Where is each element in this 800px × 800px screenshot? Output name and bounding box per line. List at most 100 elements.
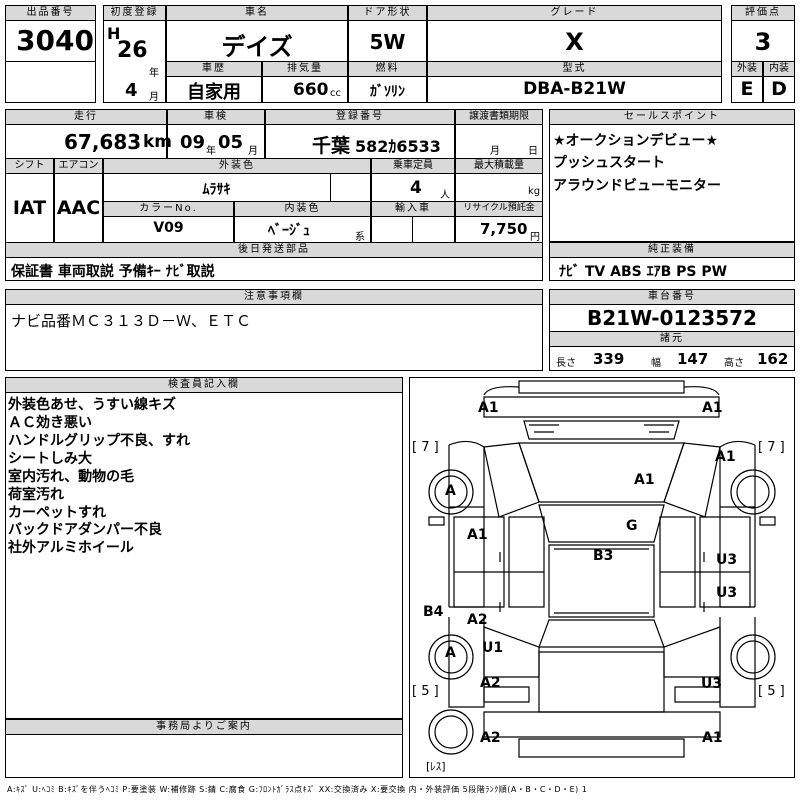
mark-pillar-l: B4 — [423, 604, 444, 620]
first-reg-label: 初度登録 — [103, 5, 166, 21]
mark-front-left: A1 — [478, 400, 499, 416]
plate-number: 582ｶ6533 — [355, 137, 441, 156]
mileage-label: 走行 — [5, 109, 167, 125]
displacement: 660 — [293, 80, 329, 100]
spare-tire: [ﾚｽ] — [426, 760, 446, 773]
exterior-label: 外装 — [731, 61, 763, 77]
sales-point: プッシュスタート — [553, 155, 665, 171]
type-box — [427, 76, 722, 103]
equip-label: 純正装備 — [549, 242, 795, 258]
car-diagram — [428, 380, 776, 758]
sales-point: ★オークションデビュー★ — [553, 133, 719, 149]
plate-area: 千葉 — [312, 135, 351, 157]
plate-label: 登録番号 — [265, 109, 455, 125]
interior-label: 内装 — [763, 61, 795, 77]
mark-roof: B3 — [593, 548, 614, 564]
length-label: 長さ — [556, 358, 576, 369]
interior-grade: D — [771, 78, 787, 100]
month-unit: 月 — [149, 92, 159, 103]
inspector-note: ＡＣ効き悪い — [8, 415, 92, 431]
legend: A:ｷｽﾞ U:ﾍｺﾐ B:ｷｽﾞを伴うﾍｺﾐ P:要塗装 W:補修跡 S:錆 … — [7, 785, 588, 794]
recycle-unit: 円 — [530, 232, 540, 243]
mark-tire-rl: A — [445, 645, 456, 661]
inspector-label: 検査員記入欄 — [5, 377, 403, 393]
era: H — [107, 24, 121, 43]
fuel-box — [348, 76, 427, 103]
mark-hood: A1 — [634, 472, 655, 488]
capacity: 4 — [410, 178, 422, 198]
tread-fl: [ 7 ] — [412, 440, 439, 455]
later-parts: 保証書 車両取説 予備ｷｰ ﾅﾋﾞ取説 — [11, 264, 215, 280]
grade: X — [565, 28, 584, 56]
tread-rl: [ 5 ] — [412, 684, 439, 699]
first-reg-box — [103, 20, 166, 103]
inspector-note: カーペットすれ — [8, 505, 106, 521]
notes-label: 注意事項欄 — [5, 289, 543, 305]
model-name: デイズ — [221, 33, 293, 61]
mark-door-fr: U3 — [716, 552, 738, 568]
model-label: 車名 — [166, 5, 348, 21]
inspector-note: ハンドルグリップ不良、すれ — [8, 433, 190, 449]
import-divider — [412, 216, 413, 243]
notes-box — [5, 304, 543, 371]
inspector-box — [5, 392, 403, 719]
fuel-label: 燃料 — [348, 61, 427, 77]
inspector-note: 室内汚れ、動物の毛 — [8, 469, 135, 485]
ac-label: エアコン — [54, 158, 103, 174]
sales-box — [549, 124, 795, 242]
height-label: 高さ — [724, 358, 744, 369]
int-color-unit: 系 — [355, 232, 365, 243]
capacity-label: 乗車定員 — [371, 158, 455, 174]
sales-label: セールスポイント — [549, 109, 795, 125]
displacement-unit: cc — [330, 88, 341, 99]
sales-point: アラウンドビューモニター — [553, 178, 721, 194]
transfer-day-unit: 日 — [528, 146, 538, 157]
displacement-box — [262, 76, 348, 103]
lot-no-label: 出品番号 — [5, 5, 96, 21]
transfer-label: 譲渡書類期限 — [455, 109, 543, 125]
width-label: 幅 — [651, 358, 661, 369]
office-label: 事務局よりご案内 — [5, 719, 403, 735]
notes: ナビ品番ＭＣ３１３Ｄ－Ｗ、ＥＴＣ — [11, 312, 252, 330]
color-divider — [330, 173, 331, 202]
int-color: ﾍﾞｰｼﾞｭ — [268, 223, 310, 239]
chassis-number: B21W-0123572 — [587, 306, 757, 330]
import-box — [371, 216, 455, 243]
reg-year: 26 — [117, 38, 148, 63]
mark-front-right: A1 — [702, 400, 723, 416]
exterior-grade: E — [740, 78, 754, 100]
max-load-unit: kg — [528, 186, 541, 197]
color-label: 外装色 — [103, 158, 371, 174]
int-color-label: 内装色 — [234, 201, 371, 217]
inspector-note: 外装色あせ、うすい線キズ — [8, 397, 176, 413]
length: 339 — [593, 350, 625, 368]
fuel: ｶﾞｿﾘﾝ — [370, 84, 405, 100]
type-label: 型式 — [427, 61, 722, 77]
mark-quarter-l: A2 — [480, 675, 501, 691]
insp-month: 05 — [218, 132, 244, 153]
later-parts-label: 後日発送部品 — [5, 242, 543, 258]
ac: AAC — [56, 197, 101, 219]
mark-door-rl: A2 — [467, 612, 488, 628]
exterior-box — [731, 76, 763, 103]
dims-label: 諸元 — [549, 331, 795, 347]
year-unit: 年 — [149, 68, 159, 79]
score-label: 評価点 — [731, 5, 795, 21]
door-type: 5W — [369, 30, 406, 54]
history: 自家用 — [187, 82, 241, 103]
recycle-label: リサイクル預託金 — [455, 201, 543, 217]
lot-no-blank — [5, 61, 96, 103]
mark-rear-left: A2 — [480, 730, 501, 746]
equipment: ﾅﾋﾞ TV ABS ｴｱB PS PW — [559, 264, 728, 280]
max-load-label: 最大積載量 — [455, 158, 543, 174]
color-no-label: カラーNo. — [103, 201, 234, 217]
mileage-unit: km — [143, 132, 173, 152]
height: 162 — [757, 350, 789, 368]
inspector-note: バックドアダンパー不良 — [8, 522, 162, 538]
insp-year-unit: 年 — [206, 146, 216, 157]
insp-year: 09 — [180, 132, 206, 153]
history-label: 車歴 — [166, 61, 262, 77]
mark-door-fl: A1 — [467, 527, 488, 543]
grade-label: グレード — [427, 5, 722, 21]
type-code: DBA-B21W — [523, 79, 626, 99]
